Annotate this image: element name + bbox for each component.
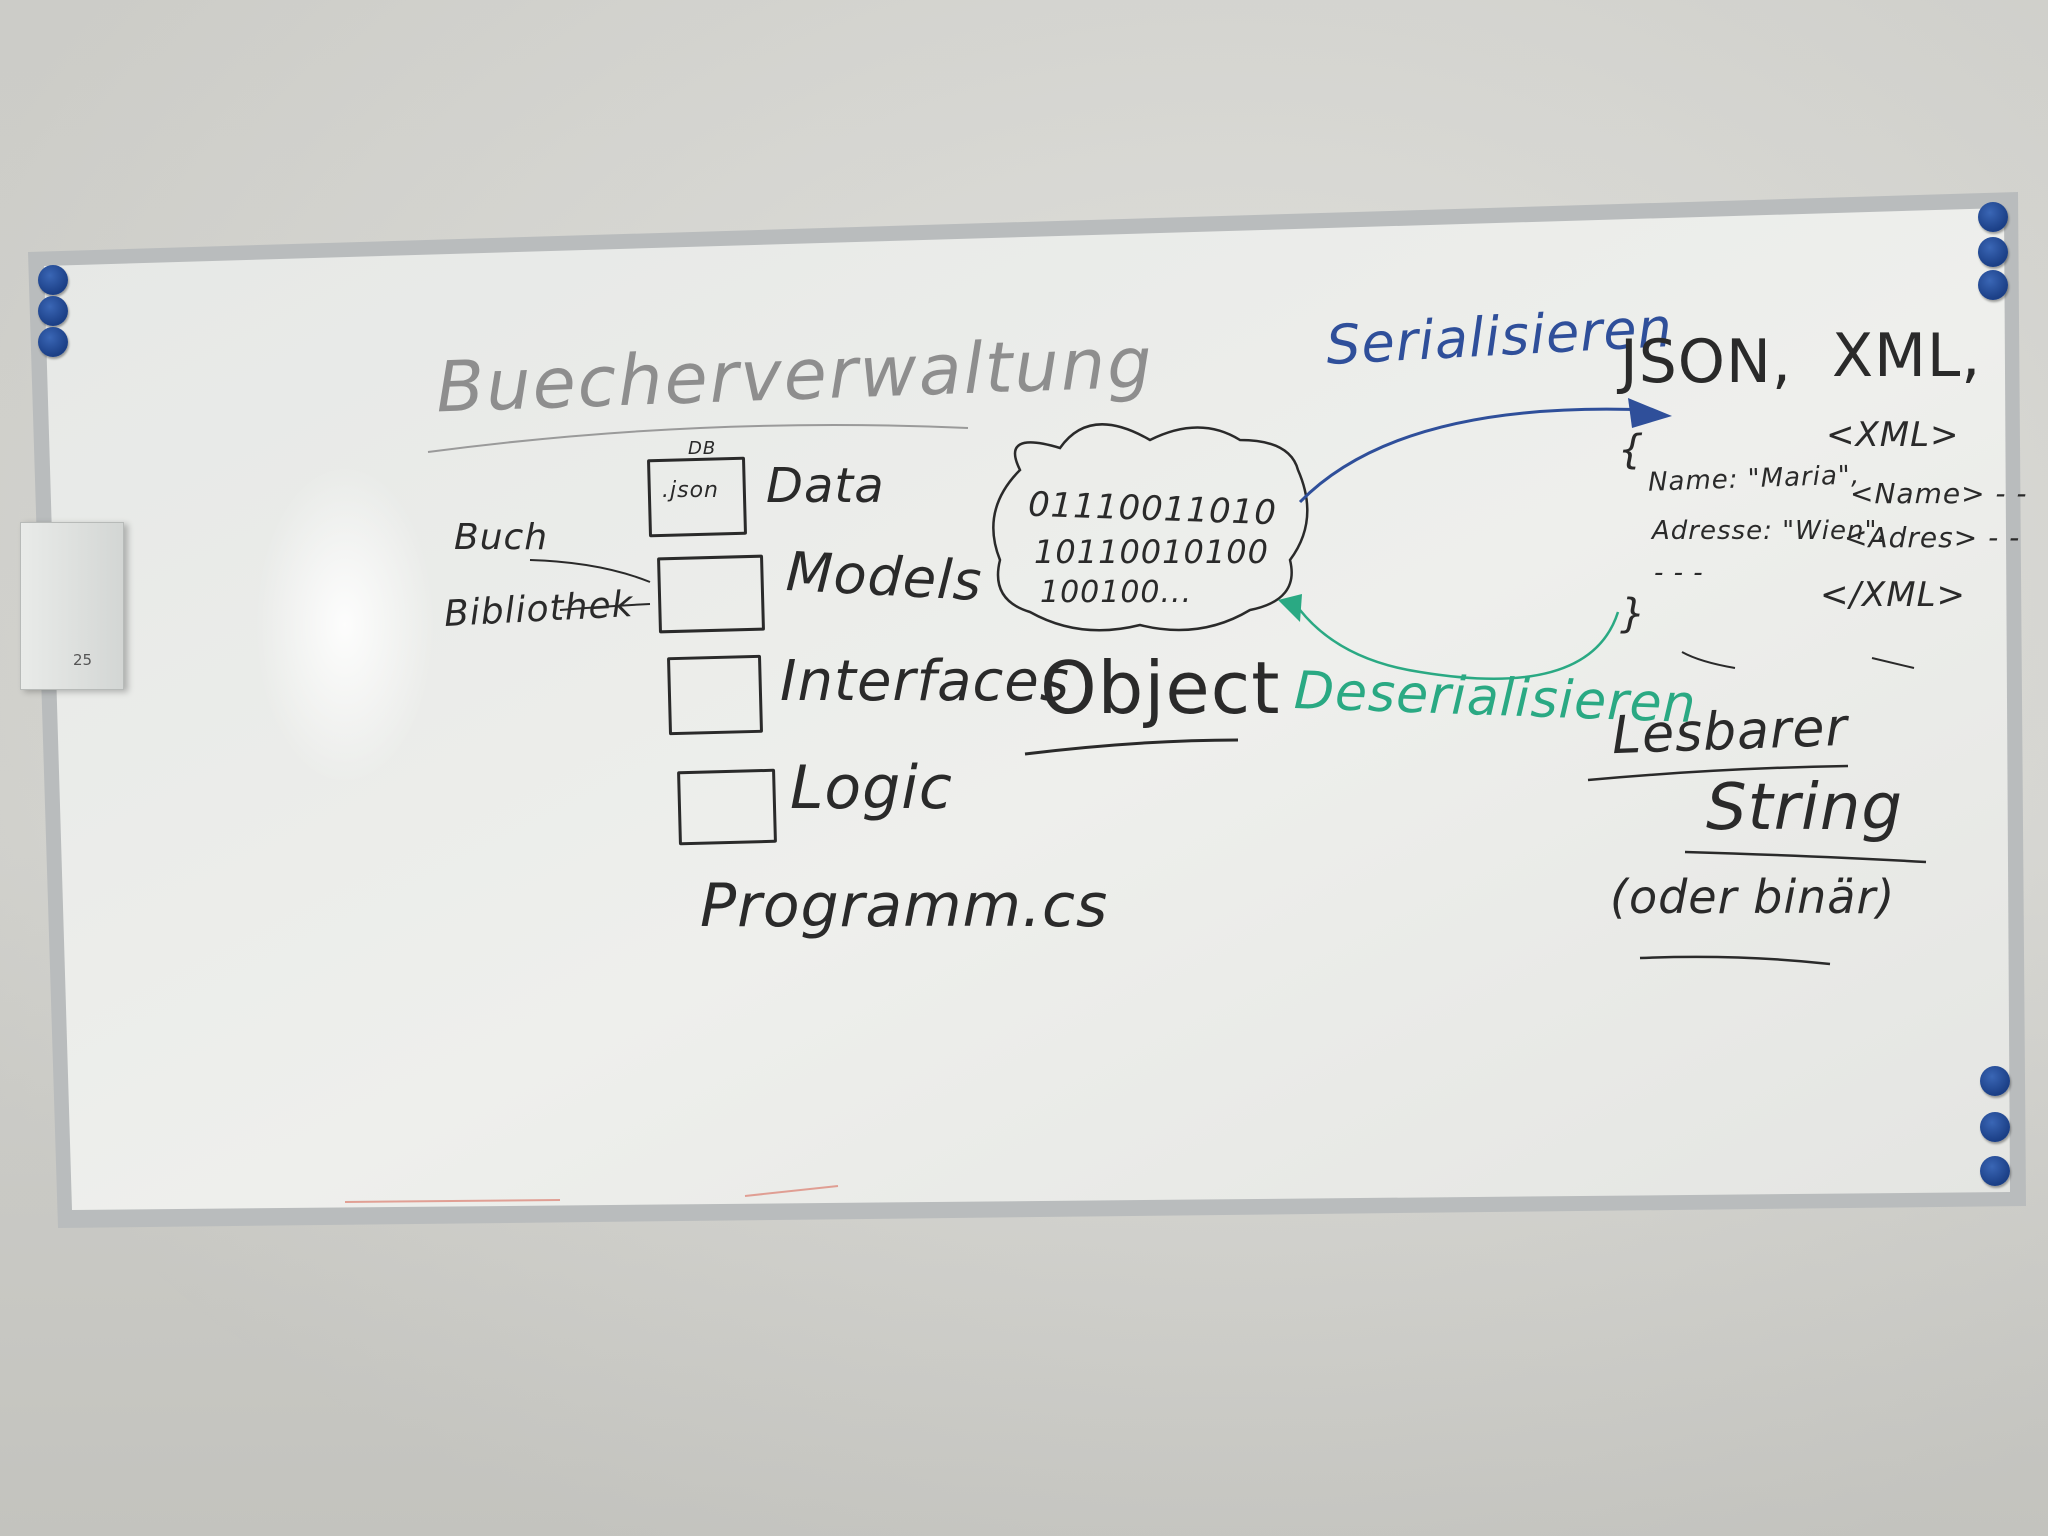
binary-line-3: 100100... (1040, 575, 1193, 610)
light-glare (255, 465, 435, 785)
bibliothek-connector (559, 603, 651, 611)
folder-models: Models (784, 539, 984, 614)
xml-line-open: <XML> (1826, 415, 1960, 455)
interfaces-folder-box (666, 654, 764, 736)
json-line-name: Name: "Maria", (1647, 460, 1861, 498)
xml-line-close: </XML> (1820, 575, 1967, 615)
binary-cloud (992, 423, 1309, 632)
result-lesbarer: Lesbarer (1611, 697, 1849, 767)
json-line-ellipsis: - - - (1654, 558, 1704, 588)
magnet-top-left-2 (38, 296, 68, 326)
title-underline (427, 424, 969, 453)
folder-logic: Logic (790, 753, 953, 823)
object-underline (1024, 738, 1239, 756)
json-close-brace: } (1620, 591, 1647, 637)
result-string: String (1706, 771, 1903, 845)
magnet-bottom-right-1 (1980, 1066, 2010, 1096)
binary-line-2: 10110010100 (1034, 533, 1269, 571)
serialize-arrowhead (1628, 398, 1672, 428)
magnet-bottom-right-3 (1980, 1156, 2010, 1186)
program-file: Programm.cs (700, 871, 1109, 941)
format-json: JSON, (1620, 327, 1792, 397)
binaer-underline (1639, 955, 1831, 966)
magnet-top-left-1 (38, 265, 68, 295)
folder-data: Data (766, 458, 885, 514)
xml-closing-dash (1871, 657, 1915, 669)
models-folder-box (657, 554, 765, 634)
binary-line-1: 01110011010 (1027, 484, 1278, 534)
json-closing-dash (1681, 651, 1736, 669)
json-file-label: .json (662, 478, 719, 503)
json-open-brace: { (1618, 427, 1645, 473)
object-label: Object (1040, 646, 1281, 730)
result-note: (oder binär) (1610, 870, 1896, 924)
serialize-arrow (1298, 407, 1651, 504)
label-bibliothek: Bibliothek (443, 584, 635, 635)
label-buch: Buch (454, 517, 549, 558)
folder-interfaces: Interfaces (780, 649, 1070, 714)
json-line-address: Adresse: "Wien", (1652, 516, 1887, 546)
buch-connector (529, 559, 651, 583)
magnet-bottom-right-2 (1980, 1112, 2010, 1142)
red-smudge (344, 1185, 839, 1203)
deserialize-arrowhead (1278, 594, 1302, 622)
lesbarer-underline (1587, 764, 1849, 782)
xml-line-address: <Adres> - - (1844, 521, 2021, 554)
string-underline (1684, 850, 1927, 864)
db-label: DB (688, 438, 717, 459)
magnet-top-right-2 (1978, 237, 2008, 267)
format-xml: XML, (1832, 321, 1982, 391)
board-eraser: 25 (20, 522, 124, 690)
logic-folder-box (677, 768, 777, 846)
magnet-top-right-3 (1978, 270, 2008, 300)
magnet-top-right-1 (1978, 202, 2008, 232)
xml-line-name: <Name> - - (1850, 477, 2028, 510)
magnet-top-left-3 (38, 327, 68, 357)
eraser-number: 25 (73, 651, 93, 669)
board-surface (44, 208, 2010, 1210)
deserialize-arrow (1299, 609, 1620, 680)
